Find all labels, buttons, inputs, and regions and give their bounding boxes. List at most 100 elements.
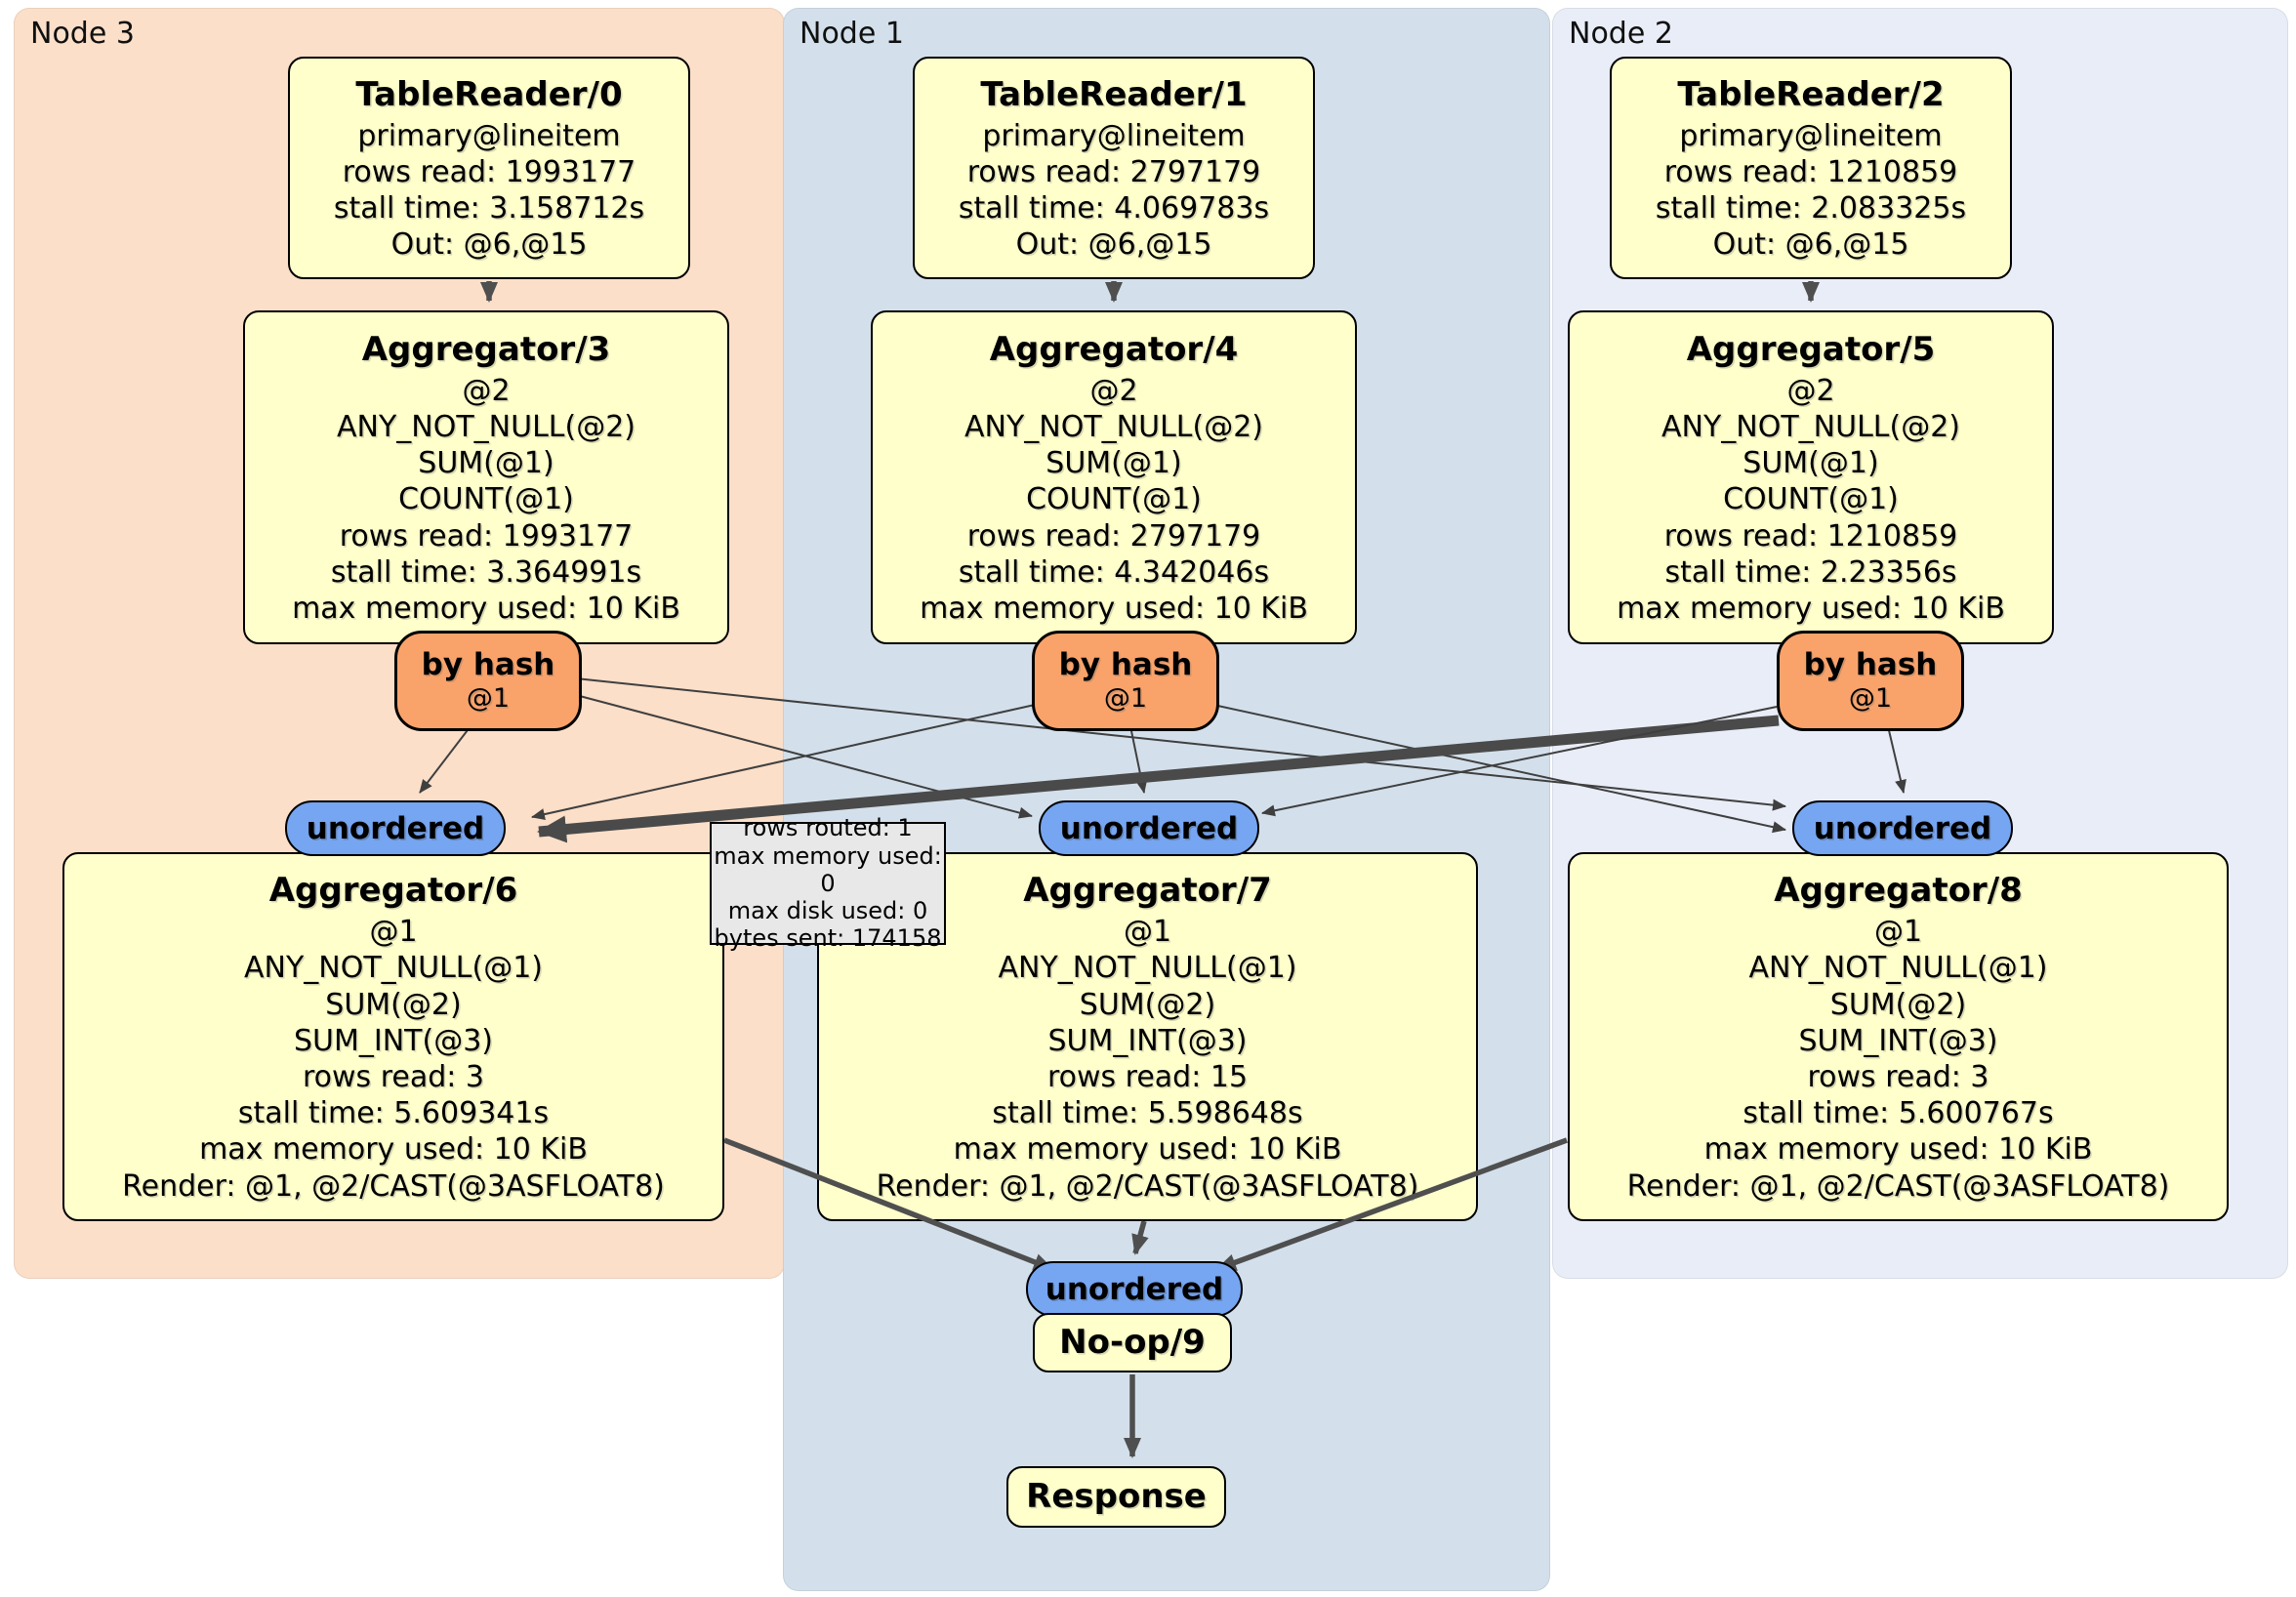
processor-line: rows read: 1210859 — [1663, 154, 1958, 189]
processor-line: SUM_INT(@3) — [1798, 1023, 1998, 1058]
processor-aggregator-4[interactable]: Aggregator/4 @2 ANY_NOT_NULL(@2) SUM(@1)… — [871, 310, 1357, 644]
processor-line: stall time: 4.069783s — [958, 190, 1270, 225]
processor-line: stall time: 5.600767s — [1742, 1096, 2054, 1131]
processor-line: primary@lineitem — [357, 118, 621, 153]
processor-line: SUM(@2) — [325, 987, 462, 1022]
processor-line: ANY_NOT_NULL(@2) — [1661, 409, 1960, 444]
sync-label: unordered — [306, 810, 485, 846]
processor-aggregator-8[interactable]: Aggregator/8 @1 ANY_NOT_NULL(@1) SUM(@2)… — [1568, 852, 2229, 1221]
tooltip-line: max memory used: 0 — [714, 841, 942, 897]
sync-label: unordered — [1059, 810, 1239, 846]
router-label: by hash — [1058, 646, 1193, 682]
processor-line: stall time: 2.23356s — [1664, 554, 1957, 590]
processor-line: ANY_NOT_NULL(@2) — [337, 409, 636, 444]
processor-title: No-op/9 — [1059, 1322, 1206, 1362]
processor-line: stall time: 2.083325s — [1655, 190, 1967, 225]
processor-line: rows read: 1210859 — [1663, 518, 1958, 553]
processor-line: max memory used: 10 KiB — [292, 591, 680, 626]
processor-line: SUM_INT(@3) — [1047, 1023, 1248, 1058]
processor-line: stall time: 4.342046s — [958, 554, 1270, 590]
processor-line: SUM(@2) — [1829, 987, 1967, 1022]
processor-aggregator-3[interactable]: Aggregator/3 @2 ANY_NOT_NULL(@2) SUM(@1)… — [243, 310, 729, 644]
processor-line: rows read: 3 — [302, 1059, 485, 1094]
processor-line: stall time: 5.609341s — [237, 1096, 550, 1131]
sync-unordered-final[interactable]: unordered — [1026, 1261, 1243, 1317]
processor-line: SUM(@2) — [1079, 987, 1216, 1022]
processor-line: max memory used: 10 KiB — [953, 1132, 1342, 1167]
processor-tablereader-0[interactable]: TableReader/0 primary@lineitem rows read… — [288, 57, 690, 279]
processor-line: @1 — [369, 915, 418, 950]
router-column: @1 — [1848, 682, 1893, 714]
node2-label: Node 2 — [1569, 17, 1673, 51]
tooltip-line: bytes sent: 174158 — [714, 924, 942, 953]
processor-noop-9[interactable]: No-op/9 — [1033, 1313, 1232, 1372]
processor-line: ANY_NOT_NULL(@1) — [1748, 951, 2048, 986]
processor-line: rows read: 1993177 — [339, 518, 634, 553]
processor-tablereader-1[interactable]: TableReader/1 primary@lineitem rows read… — [913, 57, 1315, 279]
processor-line: @1 — [1873, 915, 1923, 950]
processor-line: primary@lineitem — [982, 118, 1246, 153]
processor-line: SUM(@1) — [1742, 446, 1879, 481]
router-by-hash-node3[interactable]: by hash @1 — [394, 631, 582, 731]
processor-line: @1 — [1123, 915, 1172, 950]
processor-line: primary@lineitem — [1679, 118, 1943, 153]
sync-unordered-node1[interactable]: unordered — [1039, 800, 1259, 856]
processor-line: max memory used: 10 KiB — [199, 1132, 588, 1167]
router-by-hash-node2[interactable]: by hash @1 — [1777, 631, 1964, 731]
processor-line: stall time: 3.364991s — [330, 554, 642, 590]
stream-stats-tooltip: rows routed: 1 max memory used: 0 max di… — [710, 814, 946, 952]
processor-line: COUNT(@1) — [1723, 482, 1899, 517]
router-column: @1 — [1103, 682, 1148, 714]
processor-title: Aggregator/6 — [268, 871, 518, 911]
processor-line: Render: @1, @2/CAST(@3ASFLOAT8) — [1626, 1168, 2170, 1204]
processor-line: stall time: 3.158712s — [333, 190, 645, 225]
processor-line: @2 — [1089, 373, 1138, 408]
processor-line: rows read: 2797179 — [966, 518, 1261, 553]
processor-aggregator-6[interactable]: Aggregator/6 @1 ANY_NOT_NULL(@1) SUM(@2)… — [62, 852, 724, 1221]
node1-label: Node 1 — [800, 17, 904, 51]
processor-line: SUM(@1) — [418, 446, 554, 481]
processor-title: TableReader/1 — [980, 74, 1248, 114]
processor-line: Out: @6,@15 — [1712, 227, 1909, 263]
processor-line: rows read: 15 — [1046, 1059, 1249, 1094]
router-label: by hash — [421, 646, 555, 682]
processor-line: stall time: 5.598648s — [992, 1096, 1303, 1131]
processor-line: ANY_NOT_NULL(@1) — [244, 951, 543, 986]
sync-label: unordered — [1813, 810, 1992, 846]
processor-title: Aggregator/5 — [1686, 329, 1936, 369]
router-by-hash-node1[interactable]: by hash @1 — [1032, 631, 1219, 731]
processor-line: SUM_INT(@3) — [294, 1023, 493, 1058]
processor-line: max memory used: 10 KiB — [1617, 591, 2005, 626]
processor-line: @2 — [462, 373, 511, 408]
processor-title: Aggregator/7 — [1023, 871, 1272, 911]
processor-title: Aggregator/3 — [361, 329, 611, 369]
processor-line: rows read: 2797179 — [966, 154, 1261, 189]
processor-line: max memory used: 10 KiB — [1703, 1132, 2093, 1167]
processor-line: @2 — [1786, 373, 1835, 408]
processor-line: ANY_NOT_NULL(@1) — [998, 951, 1297, 986]
router-label: by hash — [1803, 646, 1938, 682]
processor-line: rows read: 3 — [1807, 1059, 1989, 1094]
tooltip-line: rows routed: 1 — [743, 814, 913, 842]
processor-line: COUNT(@1) — [1026, 482, 1202, 517]
sync-unordered-node3[interactable]: unordered — [285, 800, 506, 856]
processor-title: Aggregator/8 — [1774, 871, 2023, 911]
processor-line: Render: @1, @2/CAST(@3ASFLOAT8) — [876, 1168, 1419, 1204]
processor-line: Out: @6,@15 — [1015, 227, 1212, 263]
node3-label: Node 3 — [30, 17, 135, 51]
sync-unordered-node2[interactable]: unordered — [1792, 800, 2013, 856]
processor-title: Aggregator/4 — [989, 329, 1239, 369]
sync-label: unordered — [1045, 1271, 1224, 1307]
processor-response[interactable]: Response — [1006, 1466, 1226, 1528]
processor-aggregator-5[interactable]: Aggregator/5 @2 ANY_NOT_NULL(@2) SUM(@1)… — [1568, 310, 2054, 644]
processor-title: TableReader/2 — [1677, 74, 1945, 114]
processor-tablereader-2[interactable]: TableReader/2 primary@lineitem rows read… — [1610, 57, 2012, 279]
processor-title: TableReader/0 — [355, 74, 623, 114]
processor-line: max memory used: 10 KiB — [920, 591, 1308, 626]
processor-line: Out: @6,@15 — [390, 227, 588, 263]
router-column: @1 — [466, 682, 511, 714]
processor-title: Response — [1026, 1476, 1207, 1516]
processor-line: ANY_NOT_NULL(@2) — [964, 409, 1263, 444]
processor-line: Render: @1, @2/CAST(@3ASFLOAT8) — [122, 1168, 665, 1204]
